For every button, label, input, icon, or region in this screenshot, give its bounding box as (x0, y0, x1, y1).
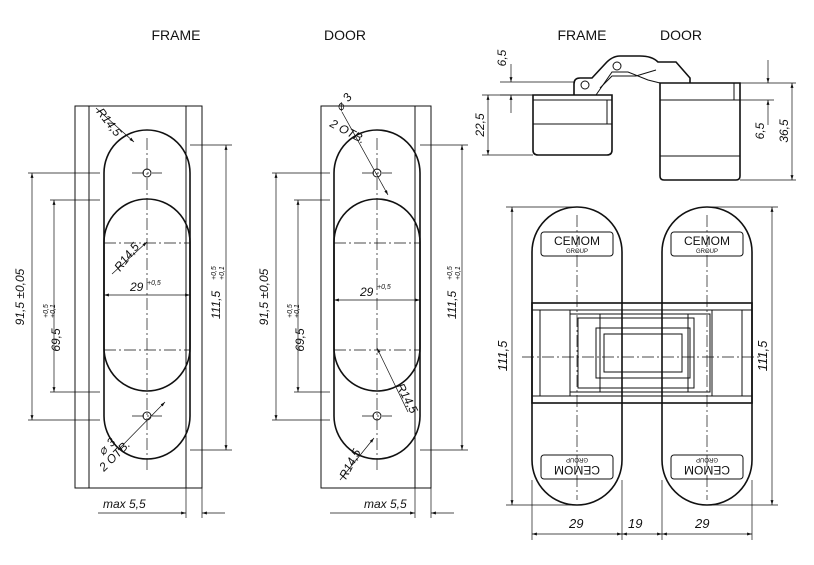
door-max-depth: max 5,5 (364, 497, 407, 511)
brand-plate-bottom-left (540, 454, 614, 480)
side-dim-right-b: 36,5 (777, 119, 791, 143)
frame-inner-pocket (103, 198, 191, 392)
side-dim-body: 22,5 (473, 113, 487, 138)
front-len-left: 111,5 (495, 340, 510, 371)
hinge-front-view: CEMOM GROUP CEMOM GROUP CEMOM GROUP CEMO… (495, 206, 778, 540)
door-heading-right: DOOR (660, 27, 702, 43)
frame-len-total-tol-dn: +0,1 (219, 266, 226, 280)
front-left-leaf (531, 206, 623, 506)
frame-radius-mid: R14,5 (111, 240, 142, 274)
brand-sub-bottom-right: GROUP (696, 456, 718, 462)
frame-len-inner-tol-up: +0,5 (43, 304, 50, 318)
frame-heading-right: FRAME (558, 27, 607, 43)
door-hole-dia: 3 (340, 90, 355, 104)
frame-heading: FRAME (152, 27, 201, 43)
frame-plate (74, 105, 203, 489)
side-dim-top: 6,5 (495, 49, 509, 66)
hinge-side-view: 6,5 22,5 6,5 36,5 (473, 49, 796, 181)
door-radius-bot: R14,5 (336, 446, 364, 481)
brand-top-right: CEMOM (684, 234, 730, 248)
frame-width: 29 (129, 280, 144, 294)
door-len-total-tol-up: +0,5 (447, 266, 454, 280)
front-len-right: 111,5 (755, 340, 770, 371)
door-width: 29 (359, 285, 374, 299)
brand-sub-top-right: GROUP (696, 249, 718, 255)
door-radius-mid: R14,5 (393, 381, 421, 416)
side-link-arm (573, 55, 691, 95)
front-width-left: 29 (568, 516, 583, 531)
side-door-body (659, 82, 741, 181)
door-len-total-tol-dn: +0,1 (455, 266, 462, 280)
brand-top-left: CEMOM (554, 234, 600, 248)
door-inner-pocket (333, 198, 421, 392)
front-width-right: 29 (694, 516, 709, 531)
front-width-gap: 19 (628, 516, 642, 531)
brand-plate-top-left (540, 231, 614, 257)
door-len-inner: 69,5 (293, 328, 307, 352)
brand-plate-top-right (670, 231, 744, 257)
side-pivot-left (580, 80, 590, 90)
door-len-outer: 91,5 ±0,05 (257, 268, 271, 325)
front-right-leaf (661, 206, 753, 506)
brand-bottom-left: CEMOM (554, 463, 600, 477)
frame-len-total: 111,5 (209, 291, 223, 320)
side-dim-right-a: 6,5 (753, 122, 767, 139)
door-heading: DOOR (324, 27, 366, 43)
door-len-inner-tol-dn: +0,1 (294, 304, 301, 318)
frame-max-depth: max 5,5 (103, 497, 146, 511)
brand-bottom-right: CEMOM (684, 463, 730, 477)
door-width-tol: +0,5 (377, 284, 391, 291)
frame-len-inner: 69,5 (49, 328, 63, 352)
brand-sub-top-left: GROUP (566, 249, 588, 255)
frame-len-inner-tol-dn: +0,1 (50, 304, 57, 318)
front-mechanism (531, 302, 753, 404)
door-plate (320, 105, 432, 489)
brand-plate-bottom-right (670, 454, 744, 480)
frame-len-outer: 91,5 ±0,05 (13, 268, 27, 325)
brand-sub-bottom-left: GROUP (566, 456, 588, 462)
frame-width-tol: +0,5 (147, 280, 161, 287)
side-pivot-right (612, 61, 622, 71)
frame-len-total-tol-up: +0,5 (211, 266, 218, 280)
door-len-total: 111,5 (445, 291, 459, 320)
frame-outer-slot (103, 129, 191, 460)
door-cutout-view: ⌀ 3 2 ОТВ. 29 +0,5 R14,5 R14,5 91,5 ±0,0… (257, 90, 468, 518)
frame-cutout-view: R14,5 R14,5 29 +0,5 ⌀ 3 2 ОТВ. 91,5 ±0,0… (13, 105, 232, 518)
door-len-inner-tol-up: +0,5 (287, 304, 294, 318)
frame-radius-top: R14,5 (94, 105, 125, 139)
side-frame-body (532, 94, 613, 156)
